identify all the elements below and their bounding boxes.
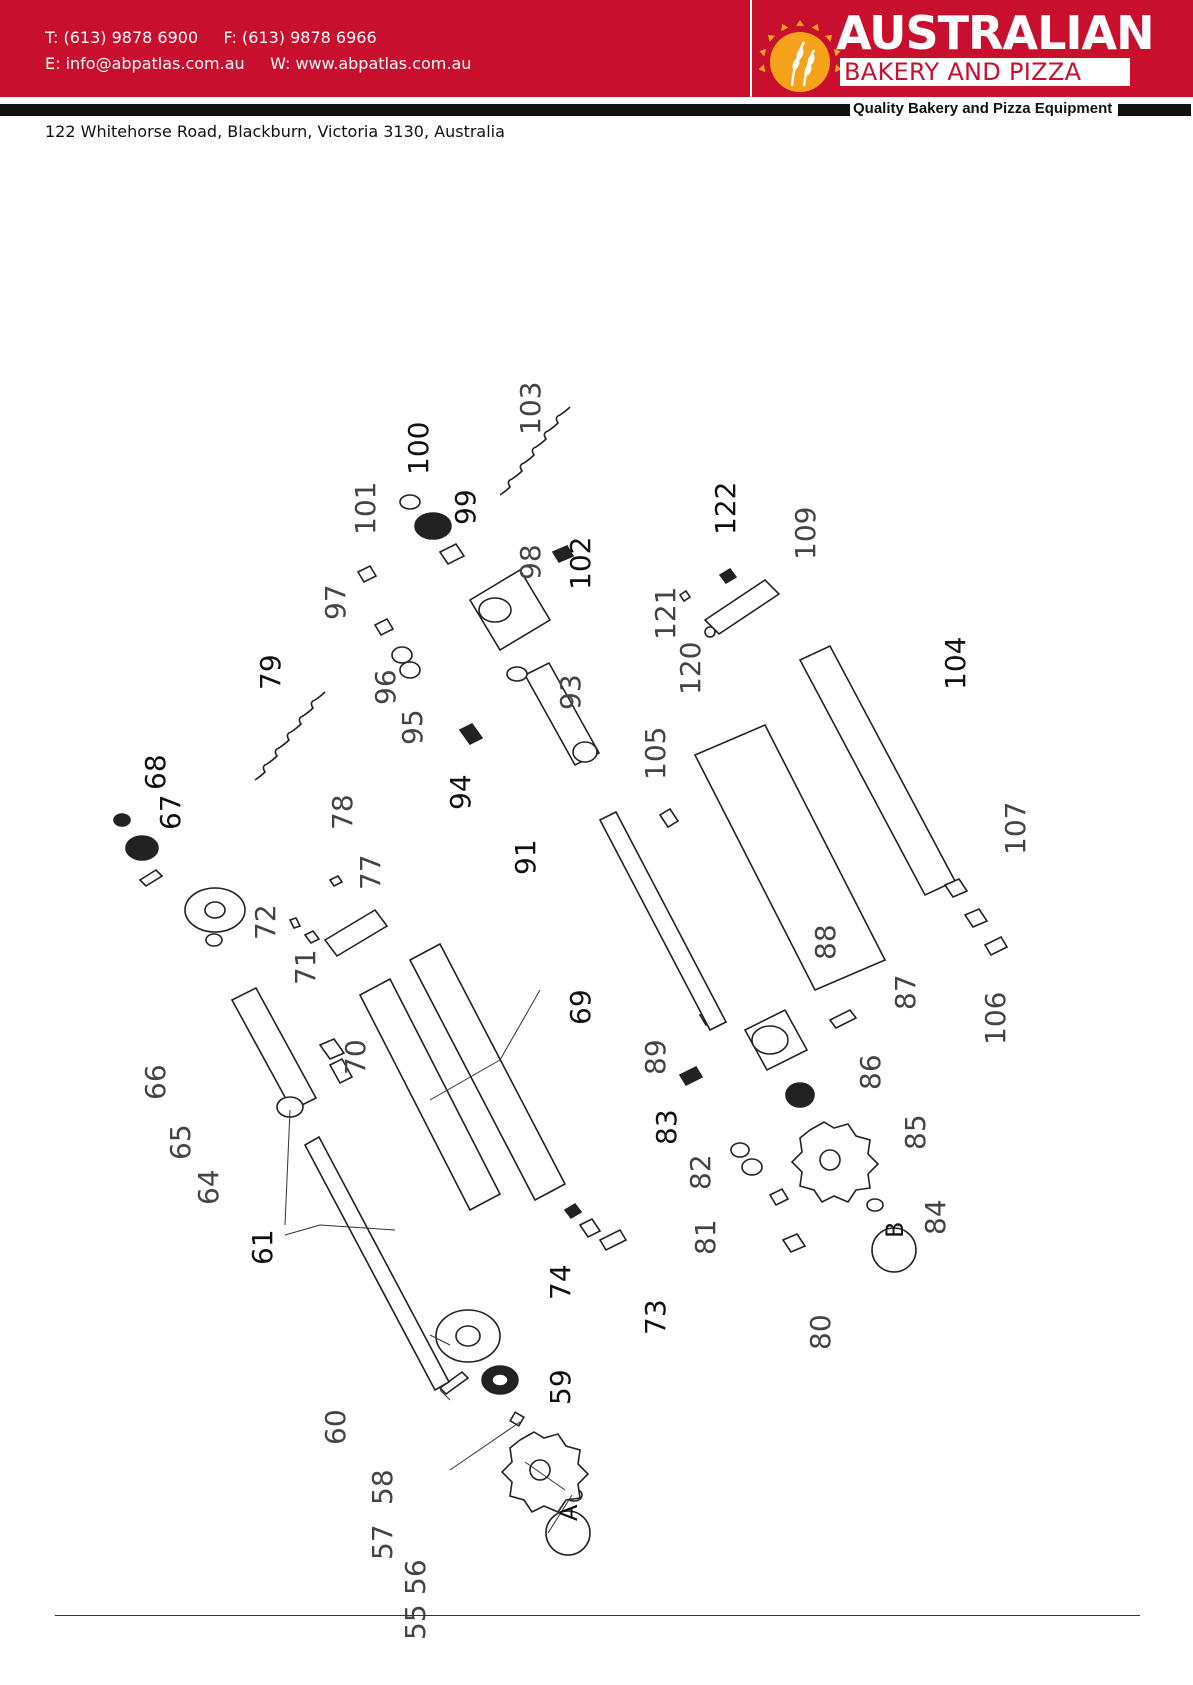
address: 122 Whitehorse Road, Blackburn, Victoria… [45,122,505,141]
spring-103 [499,406,571,496]
callout-99: 99 [449,489,482,525]
marker-a-label: A [555,1504,583,1521]
callout-68: 68 [139,754,172,790]
divider-bar [0,104,850,116]
callout-69: 69 [564,989,597,1025]
callout-81: 81 [689,1219,722,1255]
callout-79: 79 [254,654,287,690]
marker-b-label: B [881,1222,909,1238]
callout-70: 70 [339,1039,372,1075]
divider-bar-right [1118,104,1191,116]
callout-91: 91 [509,839,542,875]
callout-109: 109 [789,507,822,560]
callout-65: 65 [164,1124,197,1160]
callout-107: 107 [999,802,1032,855]
diagram-drawing [113,406,1009,1556]
callout-58: 58 [366,1469,399,1505]
bearing-99 [414,512,452,540]
callout-80: 80 [804,1314,837,1350]
brand-name: AUSTRALIAN [836,6,1155,60]
lever-109 [703,578,781,636]
brand-subtitle: BAKERY AND PIZZA [844,58,1082,86]
callout-98: 98 [514,544,547,580]
callout-85: 85 [899,1114,932,1150]
callout-66: 66 [139,1064,172,1100]
bolt-66 [138,868,164,888]
exploded-parts-diagram: 55 56 57 58 59 60 61 64 65 66 67 68 69 7… [113,382,1032,1640]
callout-120: 120 [674,642,707,695]
wheat-sun-logo-icon [758,20,842,92]
roller-shaft-91 [598,810,728,1032]
callout-101: 101 [349,482,382,535]
callout-55: 55 [399,1604,432,1640]
marker-b-circle [871,1227,917,1273]
lever-77 [323,908,389,958]
block-69a [358,977,502,1212]
phone-fax-line: T: (613) 9878 6900 F: (613) 9878 6966 [45,28,377,47]
callout-77: 77 [354,854,387,890]
callout-82: 82 [684,1154,717,1190]
email-web-line: E: info@abpatlas.com.au W: www.abpatlas.… [45,54,472,73]
callout-122: 122 [709,482,742,535]
callout-86: 86 [854,1054,887,1090]
bolt-58 [438,1370,470,1396]
roller-shaft-61 [303,1135,451,1392]
callout-72: 72 [249,904,282,940]
bolt-94 [458,722,484,746]
plate-104a [693,723,887,992]
leader-lines [284,989,573,1534]
callout-88: 88 [809,924,842,960]
brand-subtitle-box: BAKERY AND PIZZA [840,58,1130,86]
roller-sleeve-61 [230,986,318,1112]
callout-67: 67 [154,794,187,830]
callout-106: 106 [979,992,1012,1045]
callout-78: 78 [326,794,359,830]
callout-94: 94 [444,774,477,810]
callout-56: 56 [399,1559,432,1595]
spring-79 [254,691,326,781]
bearing-86 [785,1082,815,1108]
callout-60: 60 [319,1409,352,1445]
footer-rule [55,1615,1140,1616]
bolt-83 [678,1065,704,1087]
callout-93: 93 [554,674,587,710]
callout-84: 84 [919,1199,952,1235]
marker-a-circle [545,1510,591,1556]
callout-100: 100 [402,422,435,475]
callout-87: 87 [889,974,922,1010]
bearing-67 [125,835,159,861]
callout-71: 71 [289,949,322,985]
callout-74: 74 [544,1264,577,1300]
callout-103: 103 [514,382,547,435]
callout-64: 64 [192,1169,225,1205]
block-69b [408,942,567,1202]
callout-121: 121 [649,587,682,640]
callout-95: 95 [396,709,429,745]
callout-73: 73 [639,1299,672,1335]
callout-57: 57 [366,1524,399,1560]
callout-105: 105 [639,727,672,780]
callout-labels: 55 56 57 58 59 60 61 64 65 66 67 68 69 7… [139,382,1032,1640]
callout-104: 104 [939,637,972,690]
callout-89: 89 [639,1039,672,1075]
callout-61: 61 [246,1229,279,1265]
tagline: Quality Bakery and Pizza Equipment [853,100,1113,117]
callout-102: 102 [564,537,597,590]
callout-97: 97 [319,584,352,620]
callout-83: 83 [650,1109,683,1145]
callout-96: 96 [369,669,402,705]
roller-sleeve-91 [523,661,601,767]
callout-59: 59 [544,1369,577,1405]
